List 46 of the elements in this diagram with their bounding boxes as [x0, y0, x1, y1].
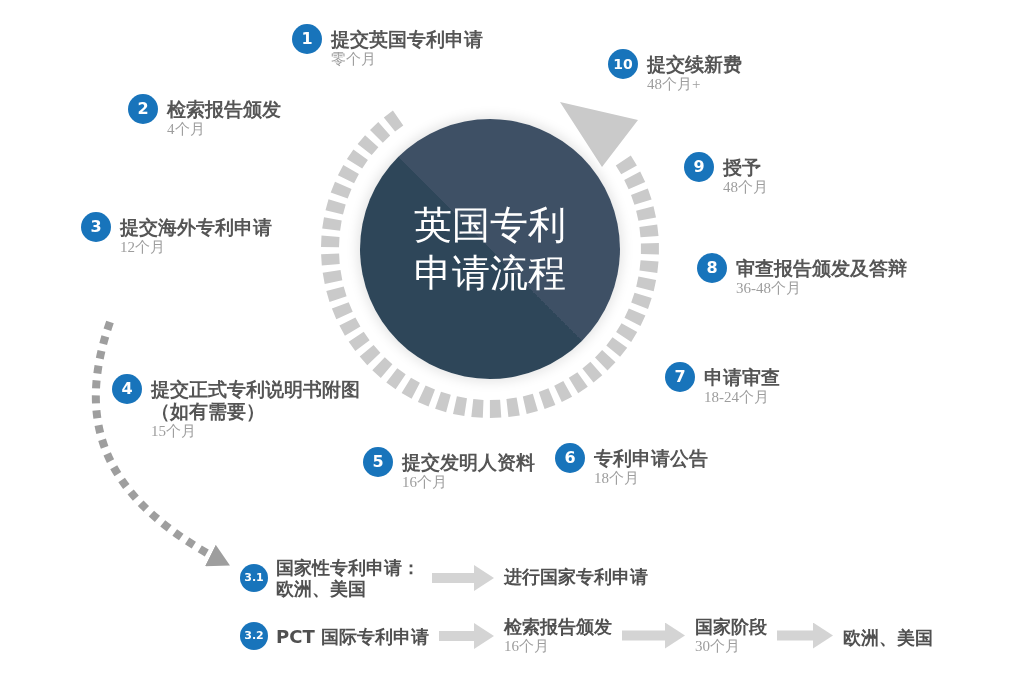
number-badge: 5: [363, 447, 393, 477]
dotted-arrow: [91, 320, 232, 569]
number-badge: 9: [684, 152, 714, 182]
step-title: 提交发明人资料: [402, 451, 535, 473]
step-title: PCT 国际专利申请: [276, 625, 429, 647]
step-title: 进行国家专利申请: [504, 566, 648, 587]
step-title: 审查报告颁发及答辩: [736, 257, 907, 279]
step-title: 检索报告颁发: [504, 616, 612, 637]
step-title: 专利申请公告: [594, 447, 708, 469]
duration-label: 18-24个月: [704, 388, 769, 406]
number-badge: 4: [112, 374, 142, 404]
duration-label: 18个月: [594, 469, 639, 487]
arrow: [439, 623, 494, 649]
step-title: 提交英国专利申请: [331, 28, 483, 50]
duration-label: 16个月: [504, 637, 549, 655]
step-title: 申请审查: [704, 366, 780, 388]
duration-label: 36-48个月: [736, 279, 801, 297]
step-title: 提交正式专利说明书附图（如有需要）: [151, 378, 361, 422]
duration-label: 零个月: [331, 50, 376, 68]
duration-label: 48个月+: [647, 75, 701, 93]
number-badge: 6: [555, 443, 585, 473]
step-title: 欧洲、美国: [843, 627, 933, 648]
number-badge: 7: [665, 362, 695, 392]
step-title: 国家性专利申请：欧洲、美国: [276, 557, 421, 599]
step-title: 检索报告颁发: [167, 98, 281, 120]
step-title: 国家阶段: [695, 616, 767, 637]
duration-label: 15个月: [151, 422, 196, 440]
duration-label: 12个月: [120, 238, 165, 256]
duration-label: 4个月: [167, 120, 205, 138]
number-badge: 2: [128, 94, 158, 124]
number-badge: 10: [608, 49, 638, 79]
number-badge: 3.1: [240, 564, 268, 592]
duration-label: 16个月: [402, 473, 447, 491]
step-title: 授予: [723, 156, 761, 178]
arrow: [432, 565, 494, 591]
duration-label: 30个月: [695, 637, 740, 655]
number-badge: 3: [81, 212, 111, 242]
number-badge: 8: [697, 253, 727, 283]
number-badge: 3.2: [240, 622, 268, 650]
title-circle: 英国专利申请流程: [360, 119, 620, 379]
step-title: 提交续新费: [647, 53, 742, 75]
arrow: [622, 622, 685, 649]
arrow: [777, 622, 833, 649]
step-title: 提交海外专利申请: [120, 216, 272, 238]
duration-label: 48个月: [723, 178, 768, 196]
number-badge: 1: [292, 24, 322, 54]
